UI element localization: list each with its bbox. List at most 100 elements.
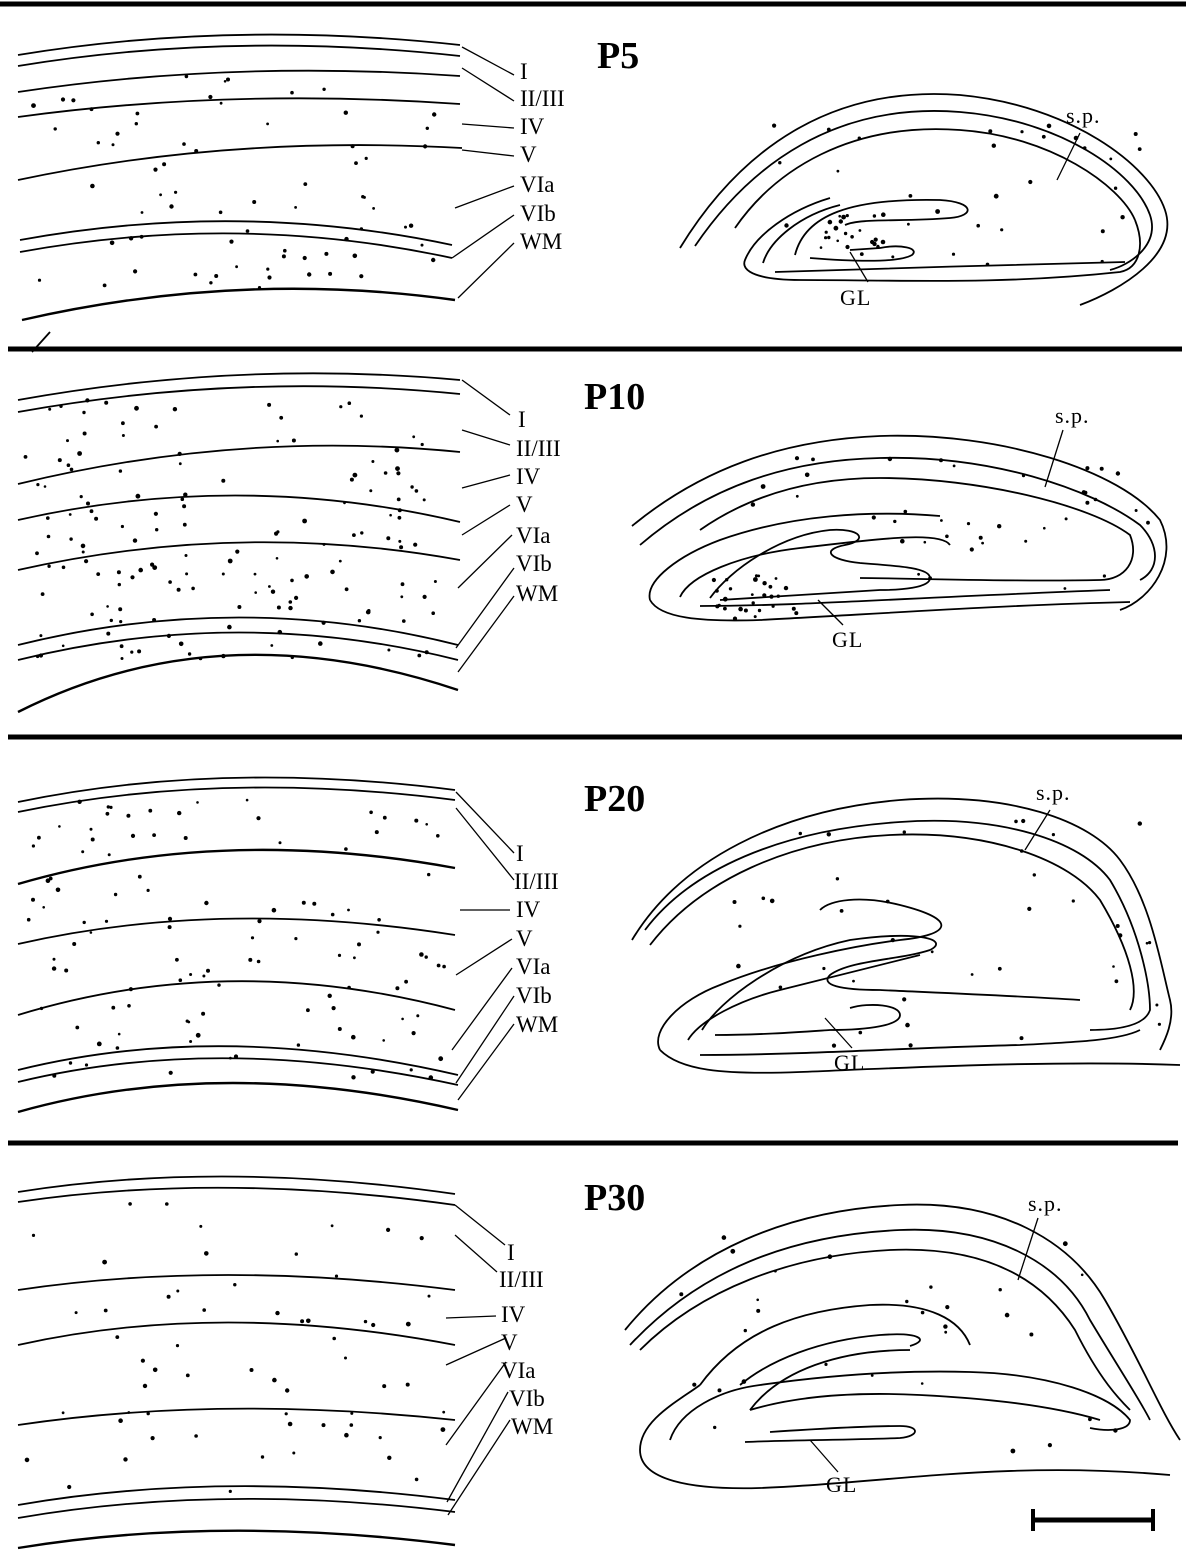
cell-dot (204, 1251, 209, 1256)
cell-dot (134, 406, 139, 411)
cell-dot (417, 654, 421, 658)
cell-dot (102, 1260, 107, 1265)
cell-dot (84, 559, 88, 563)
cell-dot (104, 1309, 108, 1313)
cell-dot (303, 182, 307, 186)
cell-dot (382, 1384, 386, 1388)
cell-dot (772, 124, 776, 128)
hippocampus-section (632, 430, 1166, 625)
cell-dot (723, 607, 727, 611)
cell-dot (792, 607, 796, 611)
sp-leader (1045, 430, 1063, 487)
cell-dot (285, 1412, 288, 1415)
cell-dot (121, 525, 124, 528)
cell-dot (69, 537, 72, 540)
cell-dot (151, 1436, 155, 1440)
cell-dot (762, 897, 766, 901)
cell-dot (1116, 924, 1120, 928)
cell-dot (351, 144, 355, 148)
cell-dot (167, 634, 171, 638)
cell-dot (85, 1063, 88, 1066)
cell-dot (909, 194, 913, 198)
cell-dot (1029, 1333, 1033, 1337)
cell-dot (1114, 187, 1117, 190)
cell-dot (318, 641, 323, 646)
cell-dot (431, 258, 435, 262)
cell-dot (824, 1363, 827, 1366)
cell-dot (827, 832, 831, 836)
cell-dot (971, 973, 974, 976)
cell-dot (129, 987, 133, 991)
cell-dot (307, 272, 311, 276)
cell-dot (177, 588, 181, 592)
cell-dot (744, 609, 748, 613)
cell-dot (979, 536, 983, 540)
cell-dot (224, 80, 227, 83)
cell-dot (360, 415, 363, 418)
cell-dot (344, 1433, 349, 1438)
layer-label-vib: VIb (516, 551, 552, 576)
cell-dot (154, 512, 158, 516)
cell-dot (81, 544, 86, 549)
cell-dot (828, 220, 833, 225)
cell-dot (369, 811, 373, 815)
cell-dot (47, 565, 50, 568)
layer-label-v: V (520, 142, 537, 167)
cell-dot (438, 1056, 443, 1061)
cell-dot (738, 607, 743, 612)
cell-dot (371, 460, 374, 463)
cell-dot (339, 405, 342, 408)
cell-dot (395, 466, 400, 471)
cell-dot (126, 814, 130, 818)
cell-dot (945, 535, 949, 539)
cell-dot (414, 819, 418, 823)
cell-dot (110, 619, 113, 622)
cell-dot (1063, 1241, 1068, 1246)
cell-dot (387, 649, 390, 652)
cell-dot (191, 587, 195, 591)
cell-dot (363, 196, 366, 199)
cell-dot (184, 836, 188, 840)
cell-dot (97, 1042, 102, 1047)
cell-dot (725, 578, 728, 581)
cell-dot (1020, 849, 1024, 853)
cell-dot (119, 620, 122, 623)
cell-dot (147, 889, 150, 892)
cell-dot (945, 1305, 949, 1309)
cell-dot (227, 625, 232, 630)
cell-dot (354, 161, 358, 165)
cell-dot (194, 149, 198, 153)
cell-dot (929, 1285, 932, 1288)
cell-dot (66, 439, 69, 442)
cell-dot (250, 1368, 254, 1372)
cell-dot (82, 411, 85, 414)
sp-leader (1025, 810, 1050, 850)
cell-dot (1155, 1004, 1158, 1007)
cell-dot (344, 847, 348, 851)
cell-dot (44, 485, 47, 488)
cell-dot (111, 1006, 115, 1010)
scale-bar (1033, 1509, 1153, 1531)
cell-dot (222, 573, 225, 576)
cell-dot (169, 1071, 173, 1075)
cell-dot (179, 978, 183, 982)
cell-dot (1047, 124, 1052, 129)
cell-dot (1033, 873, 1036, 876)
cell-dot (358, 619, 361, 622)
cell-dot (226, 78, 230, 82)
cell-dot (117, 570, 121, 574)
cell-dot (755, 574, 758, 577)
layer-label-ii-iii: II/III (516, 436, 561, 461)
layer-label-via: VIa (501, 1358, 535, 1383)
cell-dot (141, 1359, 145, 1363)
cell-dot (209, 281, 212, 284)
cell-dot (396, 471, 400, 475)
cell-dot (351, 1075, 355, 1079)
cell-dot (998, 967, 1002, 971)
cell-dot (827, 236, 830, 239)
cell-dot (429, 1075, 434, 1080)
cell-dot (122, 434, 125, 437)
panel-p10: P10 I II/III IV V VIa VIb WM s.p. GL (18, 373, 1166, 712)
layer-label-iv: IV (501, 1302, 526, 1327)
cell-dot (266, 268, 269, 271)
